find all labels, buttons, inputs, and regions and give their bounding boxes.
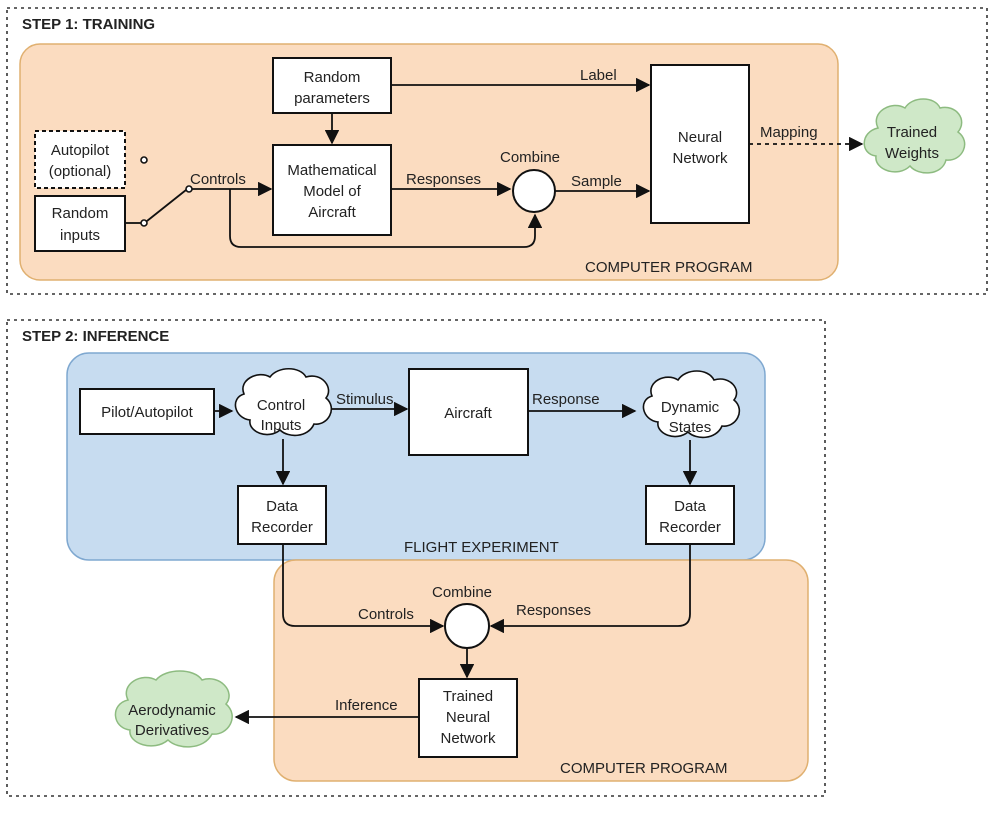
svg-text:Neural: Neural: [446, 709, 490, 726]
svg-text:States: States: [669, 419, 712, 436]
svg-text:Network: Network: [440, 730, 496, 747]
data-recorder-right: Data Recorder: [645, 485, 735, 545]
svg-text:Pilot/Autopilot: Pilot/Autopilot: [101, 404, 194, 421]
random-inputs-box: Random inputs: [34, 195, 126, 252]
training-label-label: Label: [580, 67, 617, 84]
inference-program-region: [273, 559, 809, 782]
training-sample-label: Sample: [571, 173, 622, 190]
svg-text:Random: Random: [52, 205, 109, 222]
svg-text:Aircraft: Aircraft: [444, 405, 492, 422]
responses-to-combine-arrow: [489, 544, 691, 634]
svg-text:Data: Data: [674, 498, 706, 515]
svg-text:inputs: inputs: [60, 227, 100, 244]
training-combine-label: Combine: [500, 149, 560, 166]
svg-text:Network: Network: [672, 150, 728, 167]
svg-text:Data: Data: [266, 498, 298, 515]
training-combine-node: [512, 169, 556, 213]
math-model-box: Mathematical Model of Aircraft: [272, 144, 392, 236]
aircraft-box: Aircraft: [408, 368, 529, 456]
training-program-label: COMPUTER PROGRAM: [585, 259, 753, 276]
svg-text:Derivatives: Derivatives: [135, 722, 209, 739]
step2-title: STEP 2: INFERENCE: [22, 328, 169, 345]
svg-text:Trained: Trained: [887, 124, 937, 141]
flight-experiment-label: FLIGHT EXPERIMENT: [404, 539, 559, 556]
control-switch: [125, 156, 193, 227]
random-parameters-box: Random parameters: [272, 57, 392, 114]
trained-neural-network-box: Trained Neural Network: [418, 678, 518, 758]
data-recorder-left: Data Recorder: [237, 485, 327, 545]
control-inputs-cloud: Control Inputs: [234, 367, 332, 437]
svg-text:Autopilot: Autopilot: [51, 142, 110, 159]
trained-weights-cloud: Trained Weights: [863, 98, 966, 174]
training-controls-label: Controls: [190, 171, 246, 188]
controls-to-combine-arrow: [282, 544, 445, 634]
training-program-region: [19, 43, 839, 281]
inference-combine-label: Combine: [432, 584, 492, 601]
aerodynamic-derivatives-cloud: Aerodynamic Derivatives: [114, 670, 233, 748]
step1-frame: [6, 7, 988, 295]
response-label: Response: [532, 391, 600, 408]
svg-text:Recorder: Recorder: [659, 519, 721, 536]
step1-title: STEP 1: TRAINING: [22, 16, 155, 33]
neural-network-box: Neural Network: [650, 64, 750, 224]
svg-text:Weights: Weights: [885, 145, 939, 162]
svg-text:parameters: parameters: [294, 90, 370, 107]
training-responses-label: Responses: [406, 171, 481, 188]
step2-frame: [6, 319, 826, 797]
svg-text:Aerodynamic: Aerodynamic: [128, 702, 216, 719]
svg-text:Random: Random: [304, 69, 361, 86]
inference-program-label: COMPUTER PROGRAM: [560, 760, 728, 777]
svg-text:(optional): (optional): [49, 163, 112, 180]
svg-text:Recorder: Recorder: [251, 519, 313, 536]
svg-text:Neural: Neural: [678, 129, 722, 146]
dynamic-states-cloud: Dynamic States: [642, 370, 740, 439]
inference-label: Inference: [335, 697, 398, 714]
controls-bypass-arrow: [229, 189, 543, 248]
svg-text:Control: Control: [257, 397, 305, 414]
autopilot-box: Autopilot (optional): [34, 130, 126, 189]
svg-text:Trained: Trained: [443, 688, 493, 705]
svg-text:Mathematical: Mathematical: [287, 162, 376, 179]
svg-text:Model of: Model of: [303, 183, 361, 200]
svg-text:Dynamic: Dynamic: [661, 399, 720, 416]
inference-combine-node: [444, 603, 490, 649]
svg-text:Aircraft: Aircraft: [308, 204, 356, 221]
pilot-autopilot-box: Pilot/Autopilot: [79, 388, 215, 435]
inference-responses-label: Responses: [516, 602, 591, 619]
svg-text:Inputs: Inputs: [261, 417, 302, 434]
training-mapping-label: Mapping: [760, 124, 818, 141]
inference-controls-label: Controls: [358, 606, 414, 623]
stimulus-label: Stimulus: [336, 391, 394, 408]
